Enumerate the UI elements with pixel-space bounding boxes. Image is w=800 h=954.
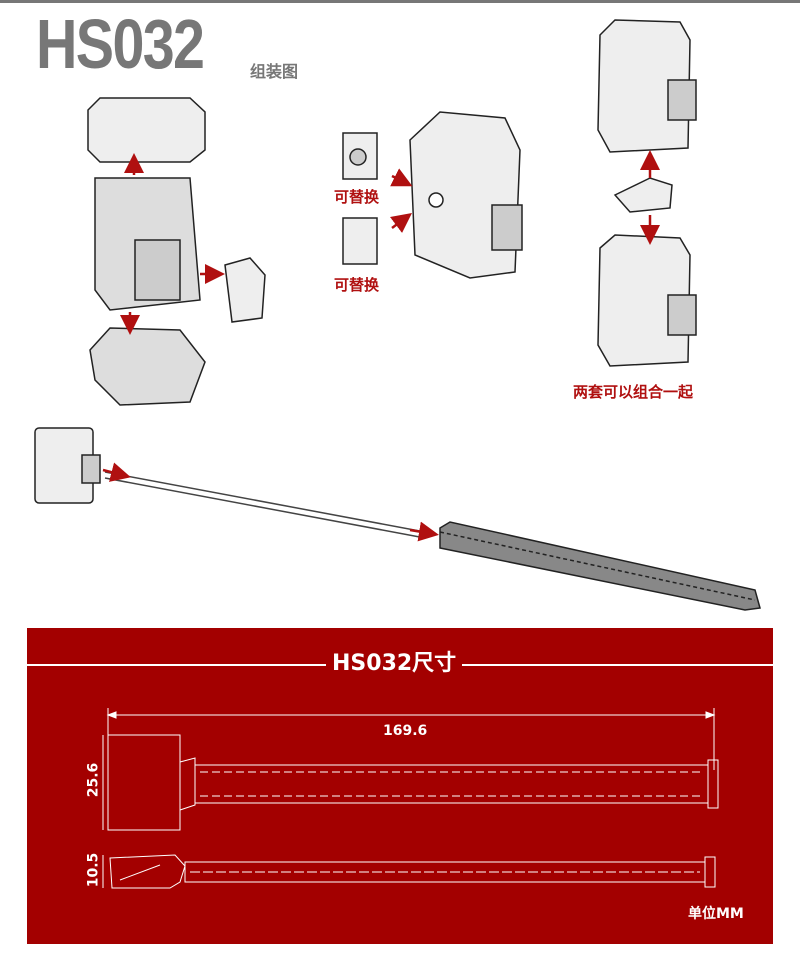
thickness-dimension: 10.5	[85, 852, 102, 888]
top-view-pouch	[107, 734, 181, 831]
width-dimension: 25.6	[85, 762, 102, 798]
replaceable-plate-2	[342, 217, 378, 265]
combine-label: 两套可以组合一起	[573, 383, 694, 401]
replaceable-label-2: 可替换	[334, 276, 380, 294]
assembly-illustrations	[34, 19, 761, 611]
diagram-subtitle: 组装图	[250, 62, 299, 81]
length-dimension: 169.6	[383, 723, 428, 739]
connector-part	[613, 177, 673, 213]
clip-part	[224, 257, 266, 323]
top-view-strap	[194, 764, 709, 804]
exploded-view	[87, 97, 266, 406]
unit-label: 单位MM	[688, 906, 744, 922]
combine-view	[597, 19, 697, 367]
product-title: HS032	[36, 5, 205, 83]
strap-view	[34, 427, 761, 611]
top-border	[0, 0, 800, 3]
dimensions-title: HS032尺寸	[326, 645, 463, 677]
side-view-pouch	[109, 854, 186, 889]
replaceable-view	[342, 111, 523, 279]
dimensions-panel	[27, 628, 773, 944]
replaceable-label-1: 可替换	[334, 188, 380, 206]
top-cap-part	[87, 97, 206, 163]
